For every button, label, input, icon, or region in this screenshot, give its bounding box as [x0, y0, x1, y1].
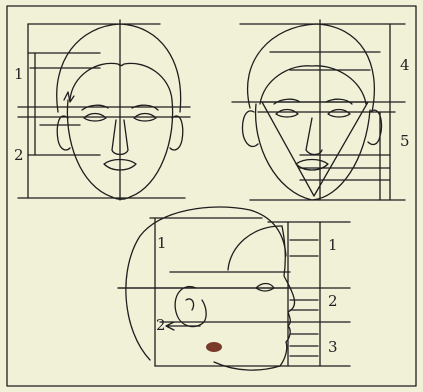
profile-right-label-2: 2	[328, 292, 338, 310]
profile-left-label-lower: 2	[156, 316, 166, 334]
front-face-drawing	[18, 20, 190, 200]
tq-right-eye	[328, 110, 350, 118]
profile-ink-blot	[206, 342, 222, 352]
outer-frame	[7, 6, 416, 386]
three-quarter-face-drawing	[232, 20, 405, 200]
tq-triangle	[262, 102, 368, 196]
profile-head-drawing	[118, 207, 350, 370]
tq-face-outline	[256, 104, 370, 200]
front-label-lower: 2	[14, 146, 24, 164]
tq-hairline	[260, 66, 366, 104]
profile-face-edge	[280, 226, 295, 366]
tq-hair-outline	[248, 24, 375, 112]
profile-left-label-upper: 1	[157, 234, 167, 252]
front-hairline	[70, 63, 172, 100]
profile-right-label-3: 3	[328, 338, 338, 356]
profile-ear	[175, 287, 206, 327]
profile-hair-front	[228, 226, 282, 270]
profile-eye	[256, 284, 274, 292]
tq-label-upper: 4	[400, 56, 410, 74]
front-label-upper: 1	[14, 65, 24, 83]
profile-right-label-1: 1	[328, 236, 338, 254]
profile-ear-inner	[186, 299, 194, 310]
front-hair-tuft	[64, 92, 74, 102]
tq-label-lower: 5	[400, 132, 410, 150]
tq-left-eye	[276, 110, 298, 118]
